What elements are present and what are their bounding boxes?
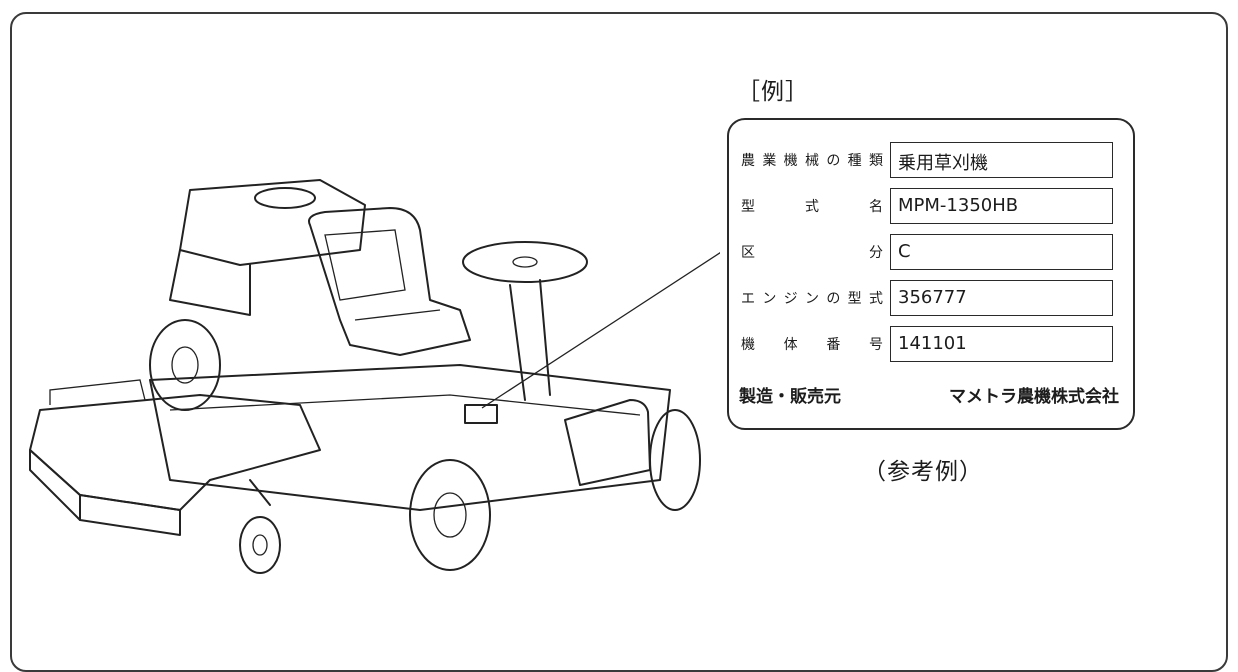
plate-maker-row: 製造・販売元 マメトラ農機株式会社 [729, 382, 1133, 410]
reference-caption: （参考例） [863, 459, 983, 485]
plate-row-serial: 機 体 番 号 141101 [729, 326, 1133, 362]
plate-row-class: 区 分 C [729, 234, 1133, 270]
plate-key: 機 体 番 号 [741, 337, 883, 353]
plate-value: C [890, 234, 1113, 270]
plate-key: 区 分 [741, 245, 883, 261]
plate-value: 141101 [890, 326, 1113, 362]
plate-value: MPM-1350HB [890, 188, 1113, 224]
maker-value: マメトラ農機株式会社 [949, 387, 1119, 407]
riding-mower-illustration [29, 179, 720, 574]
plate-row-type: 農業機械の種類 乗用草刈機 [729, 142, 1133, 178]
example-label: ［例］ [737, 79, 809, 105]
plate-value: 乗用草刈機 [890, 142, 1113, 178]
plate-row-model: 型 式 名 MPM-1350HB [729, 188, 1133, 224]
plate-key: 農業機械の種類 [741, 153, 883, 169]
maker-label: 製造・販売元 [739, 387, 841, 407]
name-plate: 農業機械の種類 乗用草刈機 型 式 名 MPM-1350HB 区 分 C エンジ… [727, 118, 1135, 430]
plate-row-engine: エンジンの型式 356777 [729, 280, 1133, 316]
plate-key: エンジンの型式 [741, 291, 883, 307]
plate-key: 型 式 名 [741, 199, 883, 215]
plate-value: 356777 [890, 280, 1113, 316]
